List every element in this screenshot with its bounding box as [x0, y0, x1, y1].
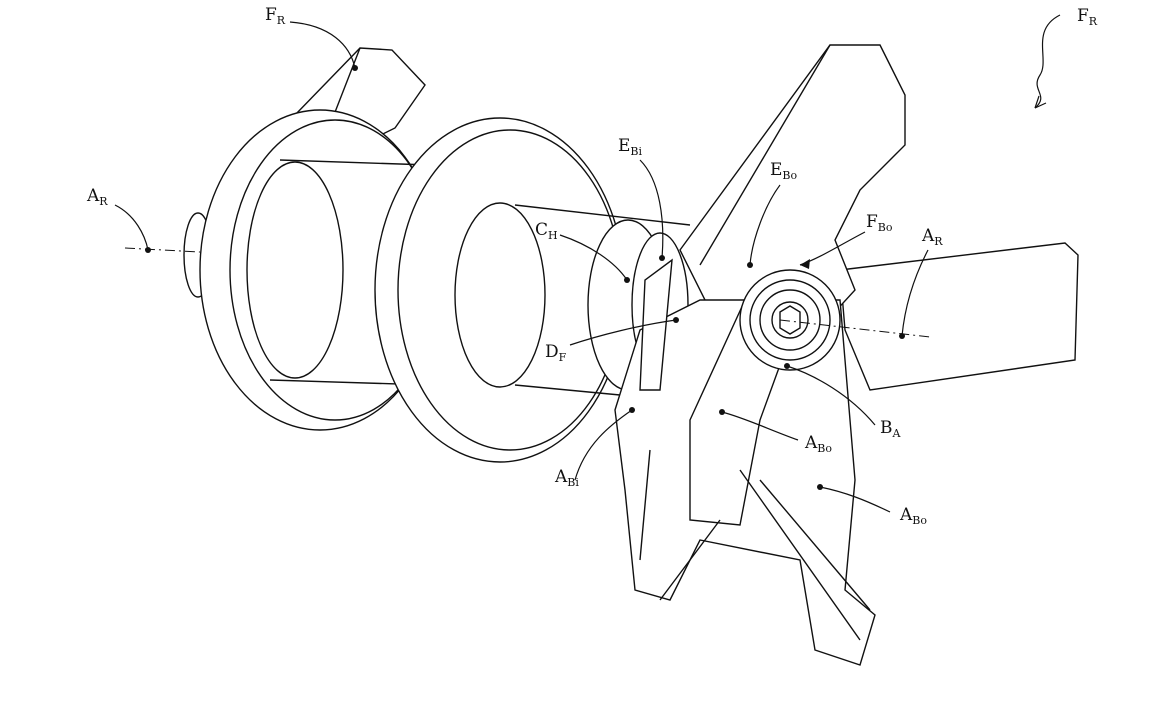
- right-lever: [839, 242, 1079, 391]
- label-ch: CH: [535, 220, 558, 242]
- leader-lines: [114, 14, 1061, 513]
- axis-line-right: [779, 319, 931, 338]
- hex-socket-icon: [779, 305, 801, 335]
- label-fr-left: FR: [265, 5, 286, 27]
- leader-dots: [145, 65, 905, 490]
- label-ebi: EBi: [618, 136, 643, 158]
- label-ar-left: AR: [87, 186, 108, 208]
- label-abi: ABi: [555, 467, 579, 489]
- label-ebo: EBo: [770, 160, 798, 182]
- label-fbo: FBo: [866, 212, 893, 234]
- axis-line-left: [124, 247, 201, 253]
- label-abo-2: ABo: [900, 505, 927, 527]
- bearing: [739, 269, 841, 371]
- label-abo-1: ABo: [805, 433, 832, 455]
- label-df: DF: [545, 342, 567, 364]
- label-fr-right: FR: [1077, 6, 1098, 28]
- label-ar-right: AR: [922, 226, 943, 248]
- label-ba: BA: [880, 418, 901, 440]
- shaft: [514, 204, 691, 396]
